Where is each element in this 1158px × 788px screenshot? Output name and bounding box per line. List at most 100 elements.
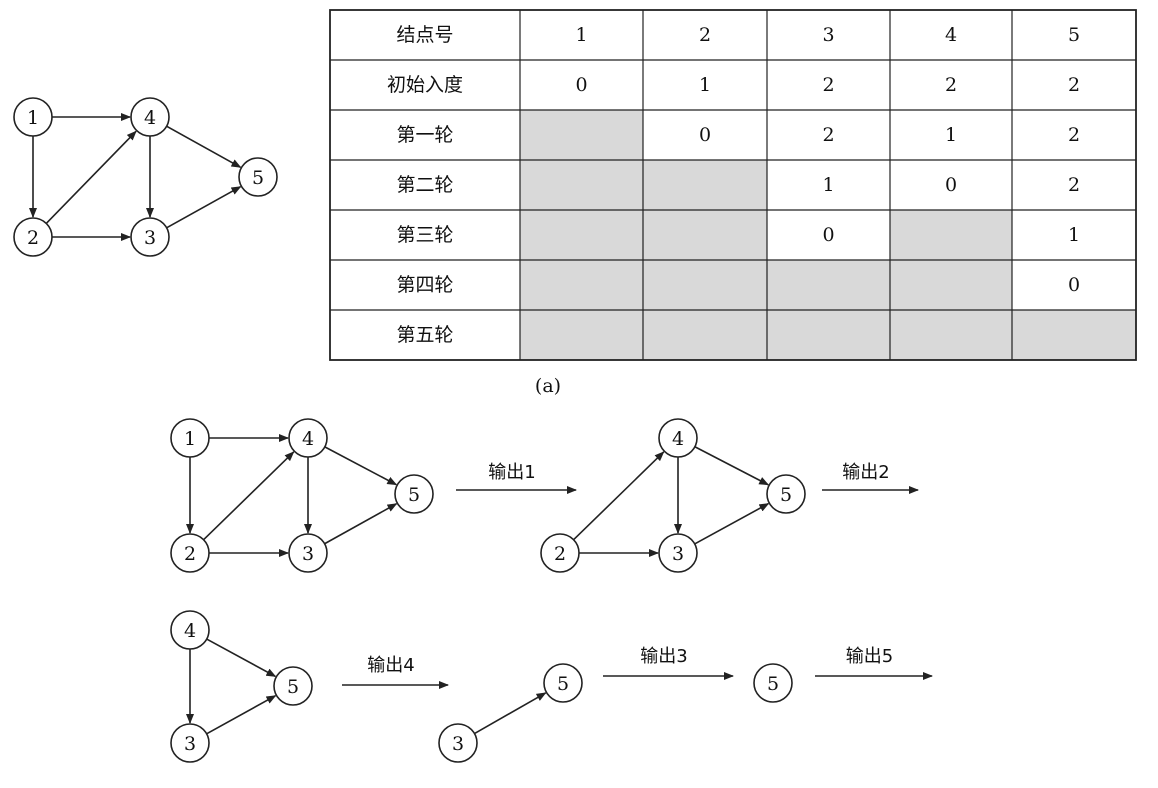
node-circle xyxy=(130,97,170,137)
node-label: 1 xyxy=(184,428,196,450)
shaded-cell xyxy=(520,310,643,360)
graph-node: 3 xyxy=(170,723,210,763)
node-label: 3 xyxy=(144,227,156,249)
table-cell: 1 xyxy=(699,74,711,96)
node-circle xyxy=(13,217,53,257)
table-row-label: 初始入度 xyxy=(387,74,463,96)
graph-node: 4 xyxy=(658,418,698,458)
table-header-cell: 3 xyxy=(822,24,834,46)
node-label: 5 xyxy=(252,167,264,189)
edge-3-to-5 xyxy=(166,186,242,229)
table-row-label: 第一轮 xyxy=(396,124,453,146)
graph-node: 5 xyxy=(394,474,434,514)
node-circle xyxy=(543,663,583,703)
table-header-label: 结点号 xyxy=(396,24,453,46)
node-circle xyxy=(238,157,278,197)
edge-4-to-5 xyxy=(694,446,770,486)
node-circle xyxy=(130,217,170,257)
graph-node: 5 xyxy=(543,663,583,703)
shaded-cell xyxy=(520,210,643,260)
edge-3-to-5 xyxy=(694,502,770,545)
shaded-cell xyxy=(643,260,767,310)
node-circle xyxy=(753,663,793,703)
graph-node: 1 xyxy=(170,418,210,458)
shaded-cell xyxy=(890,310,1012,360)
shaded-cell xyxy=(1012,310,1136,360)
table-cell: 2 xyxy=(822,74,834,96)
node-label: 5 xyxy=(780,484,792,506)
node-label: 4 xyxy=(672,428,684,450)
node-label: 2 xyxy=(27,227,39,249)
node-circle xyxy=(766,474,806,514)
graph-node: 5 xyxy=(273,666,313,706)
graph-node: 3 xyxy=(130,217,170,257)
step-label: 输出2 xyxy=(842,462,889,483)
node-label: 1 xyxy=(27,107,39,129)
edge-2-to-4 xyxy=(45,130,137,224)
node-label: 3 xyxy=(452,733,464,755)
node-circle xyxy=(288,418,328,458)
node-label: 5 xyxy=(557,673,569,695)
step-label: 输出3 xyxy=(640,646,687,667)
table-header-cell: 1 xyxy=(575,24,587,46)
step-label: 输出5 xyxy=(846,646,893,667)
node-label: 5 xyxy=(767,673,779,695)
edge-4-to-5 xyxy=(166,125,242,168)
table-cell: 0 xyxy=(945,174,957,196)
node-label: 5 xyxy=(287,676,299,698)
node-circle xyxy=(170,533,210,573)
node-circle xyxy=(438,723,478,763)
table-row-label: 第五轮 xyxy=(396,324,453,346)
table-row-label: 第二轮 xyxy=(396,174,453,196)
shaded-cell xyxy=(643,310,767,360)
table-row-label: 第三轮 xyxy=(396,224,453,246)
table-border xyxy=(329,9,1137,361)
node-circle xyxy=(658,418,698,458)
table-header-cell: 2 xyxy=(699,24,711,46)
edge-4-to-5 xyxy=(324,446,398,486)
step-label: 输出1 xyxy=(488,462,535,483)
graph-node: 1 xyxy=(13,97,53,137)
node-circle xyxy=(273,666,313,706)
shaded-cell xyxy=(520,260,643,310)
node-circle xyxy=(170,610,210,650)
node-label: 5 xyxy=(408,484,420,506)
edge-4-to-5 xyxy=(206,638,277,678)
graph-node: 4 xyxy=(170,610,210,650)
graph-3: 3 4 5 xyxy=(170,610,313,763)
shaded-cell xyxy=(767,260,890,310)
graph-node: 4 xyxy=(288,418,328,458)
node-label: 4 xyxy=(302,428,314,450)
node-label: 3 xyxy=(302,543,314,565)
node-circle xyxy=(540,533,580,573)
step-4: 输出5 xyxy=(815,646,933,680)
graph-node: 2 xyxy=(13,217,53,257)
step-3: 输出3 xyxy=(603,646,734,680)
graph-node: 3 xyxy=(438,723,478,763)
table-cell: 2 xyxy=(822,124,834,146)
table-cell: 1 xyxy=(1068,224,1080,246)
step-0: 输出1 xyxy=(456,462,577,494)
shaded-cell xyxy=(890,210,1012,260)
node-circle xyxy=(658,533,698,573)
graph-node: 5 xyxy=(766,474,806,514)
table-header-cell: 5 xyxy=(1068,24,1080,46)
shaded-cell xyxy=(643,160,767,210)
edge-3-to-5 xyxy=(474,692,547,735)
shaded-cell xyxy=(520,160,643,210)
node-label: 2 xyxy=(184,543,196,565)
step-1: 输出2 xyxy=(822,462,919,494)
step-2: 输出4 xyxy=(342,655,449,689)
shaded-cell xyxy=(643,210,767,260)
graph-node: 2 xyxy=(540,533,580,573)
graph-node: 2 xyxy=(170,533,210,573)
graph-4: 35 xyxy=(438,663,583,763)
step-label: 输出4 xyxy=(367,655,414,676)
node-label: 4 xyxy=(184,620,196,642)
node-circle xyxy=(288,533,328,573)
table-cell: 2 xyxy=(1068,174,1080,196)
node-circle xyxy=(170,418,210,458)
